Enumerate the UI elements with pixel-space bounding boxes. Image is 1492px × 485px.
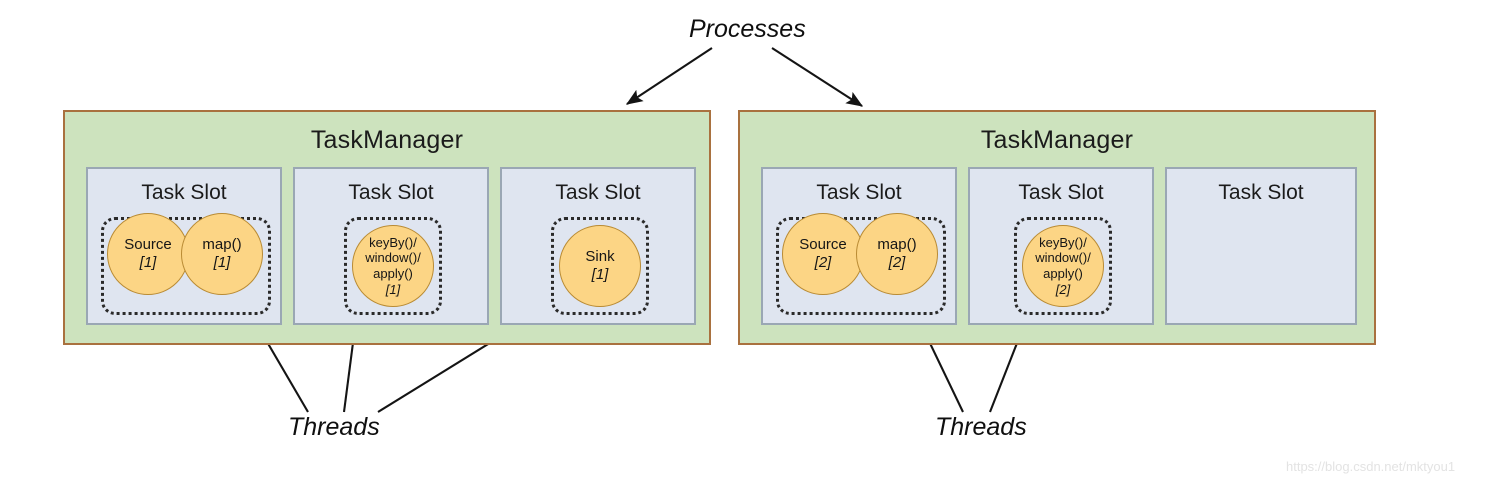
slot-title: Task Slot [816,181,902,204]
operator-name-line-3: apply() [1043,266,1083,281]
annotation-threads-left: Threads [288,413,380,441]
operator-index: [1] [385,281,401,297]
operator-name-line-3: apply() [373,266,413,281]
operator-keyby-window-apply-1[interactable]: keyBy()/ window()/ apply() [1] [352,225,434,307]
operator-map-1[interactable]: map() [1] [181,213,263,295]
taskmanager-2-slot-1[interactable]: Task Slot Source [2] map() [2] [761,167,957,325]
operator-chain [551,217,649,315]
operator-index: [1] [139,254,157,271]
annotation-threads-right: Threads [935,413,1027,441]
operator-name-line-2: window()/ [365,250,421,266]
arrow-processes-right [771,47,864,107]
annotation-processes: Processes [689,15,806,43]
slot-title: Task Slot [555,181,641,204]
taskmanager-2-slot-2[interactable]: Task Slot keyBy()/ window()/ apply() [2] [968,167,1154,325]
operator-index: [2] [888,254,906,271]
operator-chain [101,217,271,315]
taskmanager-1[interactable]: TaskManager Task Slot Source [1] map() [… [63,110,711,345]
operator-index: [2] [1055,281,1071,297]
operator-index: [1] [591,266,609,283]
operator-sink-1[interactable]: Sink [1] [559,225,641,307]
operator-keyby-window-apply-2[interactable]: keyBy()/ window()/ apply() [2] [1022,225,1104,307]
taskmanager-2-slot-3[interactable]: Task Slot [1165,167,1357,325]
operator-chain [344,217,442,315]
taskmanager-1-slot-3[interactable]: Task Slot Sink [1] [500,167,696,325]
taskmanager-1-title: TaskManager [310,126,464,154]
taskmanager-2[interactable]: TaskManager Task Slot Source [2] map() [… [738,110,1376,345]
slot-title: Task Slot [1018,181,1104,204]
slot-title: Task Slot [141,181,227,204]
slot-title: Task Slot [348,181,434,204]
operator-name-line-2: window()/ [1035,250,1091,266]
operator-name-line-1: keyBy()/ [369,234,417,250]
operator-name: Source [124,236,172,254]
operator-name: map() [877,236,917,254]
watermark: https://blog.csdn.net/mktyou1 [1286,459,1456,474]
operator-index: [1] [213,254,231,271]
taskmanager-2-title: TaskManager [980,126,1134,154]
operator-name: Source [799,236,847,254]
operator-name-line-1: keyBy()/ [1039,234,1087,250]
operator-chain [776,217,946,315]
taskmanager-1-slot-1[interactable]: Task Slot Source [1] map() [1] [86,167,282,325]
operator-name: map() [202,236,242,254]
operator-name: Sink [585,248,615,266]
operator-map-2[interactable]: map() [2] [856,213,938,295]
operator-chain [1014,217,1112,315]
operator-source-1[interactable]: Source [1] [107,213,189,295]
slot-title: Task Slot [1218,181,1304,204]
arrow-processes-left [625,47,713,105]
operator-source-2[interactable]: Source [2] [782,213,864,295]
taskmanager-1-slot-2[interactable]: Task Slot keyBy()/ window()/ apply() [1] [293,167,489,325]
operator-index: [2] [814,254,832,271]
